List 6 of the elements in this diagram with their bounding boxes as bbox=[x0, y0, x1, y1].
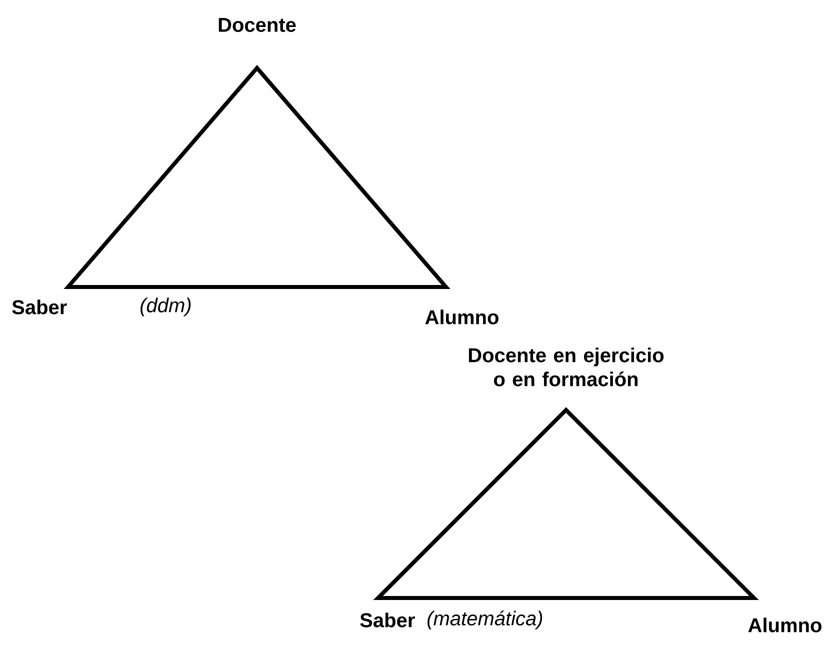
vertex-label: Alumno bbox=[425, 310, 498, 324]
vertex-label: Saber bbox=[360, 612, 415, 628]
vertex-label: Docente bbox=[218, 18, 296, 32]
vertex-label: Docente en ejercicio o en formación bbox=[468, 348, 664, 386]
vertex-label: Saber bbox=[12, 300, 67, 314]
vertex-label: Alumno bbox=[748, 618, 822, 632]
